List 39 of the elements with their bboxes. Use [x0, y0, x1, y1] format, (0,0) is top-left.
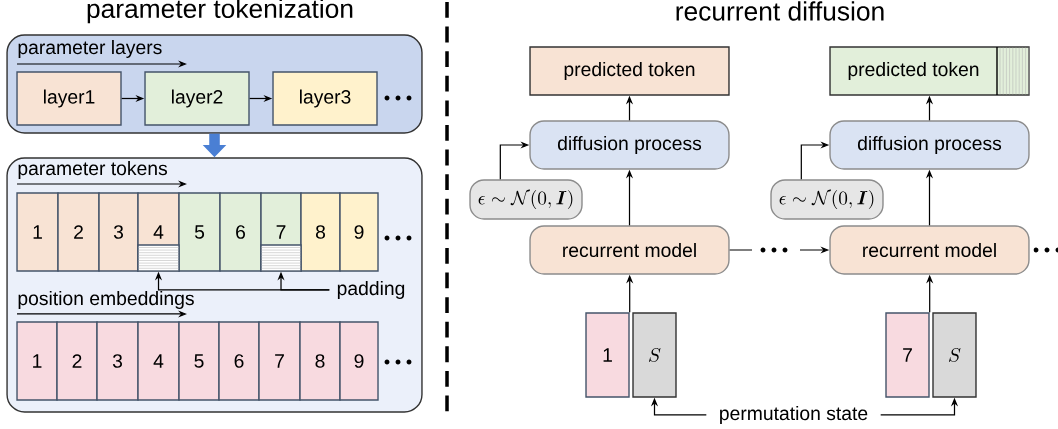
- process-box: diffusion process: [829, 120, 1030, 170]
- token-cell: 5: [178, 192, 221, 272]
- embedding-cell: 5: [178, 321, 220, 401]
- model-box: recurrent model: [829, 225, 1030, 275]
- padding-text: padding: [337, 281, 405, 299]
- token-cell: 9: [339, 192, 379, 272]
- panel-heading: position embeddings: [18, 291, 194, 309]
- state-cell: $S$: [932, 312, 977, 398]
- panel-title: recurrent diffusion: [676, 1, 884, 21]
- model-box: recurrent model: [529, 225, 730, 275]
- layer-box: layer2: [144, 71, 250, 126]
- embedding-cell: 7: [258, 321, 301, 401]
- token-box: predicted token: [829, 46, 1030, 96]
- embedding-cell: 3: [96, 321, 139, 401]
- token-cell: 2: [57, 192, 100, 272]
- panel-heading: parameter layers: [18, 40, 162, 58]
- state-cell: $S$: [632, 312, 677, 398]
- noise-box: $\epsilon\sim\mathcal{N}(0,\boldsymbol{I})$: [469, 179, 583, 220]
- token-cell: 1: [16, 192, 59, 272]
- embedding-cell: 9: [339, 321, 379, 401]
- embedding-cell: 4: [137, 321, 180, 401]
- padding-strip: [137, 244, 180, 272]
- process-box: diffusion process: [529, 120, 730, 170]
- embedding-cell: 7: [885, 312, 930, 398]
- token-box: predicted token: [529, 46, 730, 96]
- token-cell: 3: [98, 192, 139, 272]
- embedding-cell: 2: [56, 321, 98, 401]
- layer-box: layer3: [272, 71, 378, 126]
- layer-box: layer1: [16, 71, 122, 126]
- embedding-cell: 1: [16, 321, 58, 401]
- token-cell: 8: [300, 192, 341, 272]
- embedding-cell: 8: [299, 321, 341, 401]
- embedding-cell: 6: [218, 321, 260, 401]
- embedding-cell: 1: [585, 312, 630, 398]
- caption-text: permutation state: [720, 406, 868, 424]
- noise-box: $\epsilon\sim\mathcal{N}(0,\boldsymbol{I})$: [770, 179, 884, 220]
- padding-strip: [260, 244, 302, 272]
- token-cell: 6: [219, 192, 262, 272]
- panel-heading: parameter tokens: [18, 161, 167, 179]
